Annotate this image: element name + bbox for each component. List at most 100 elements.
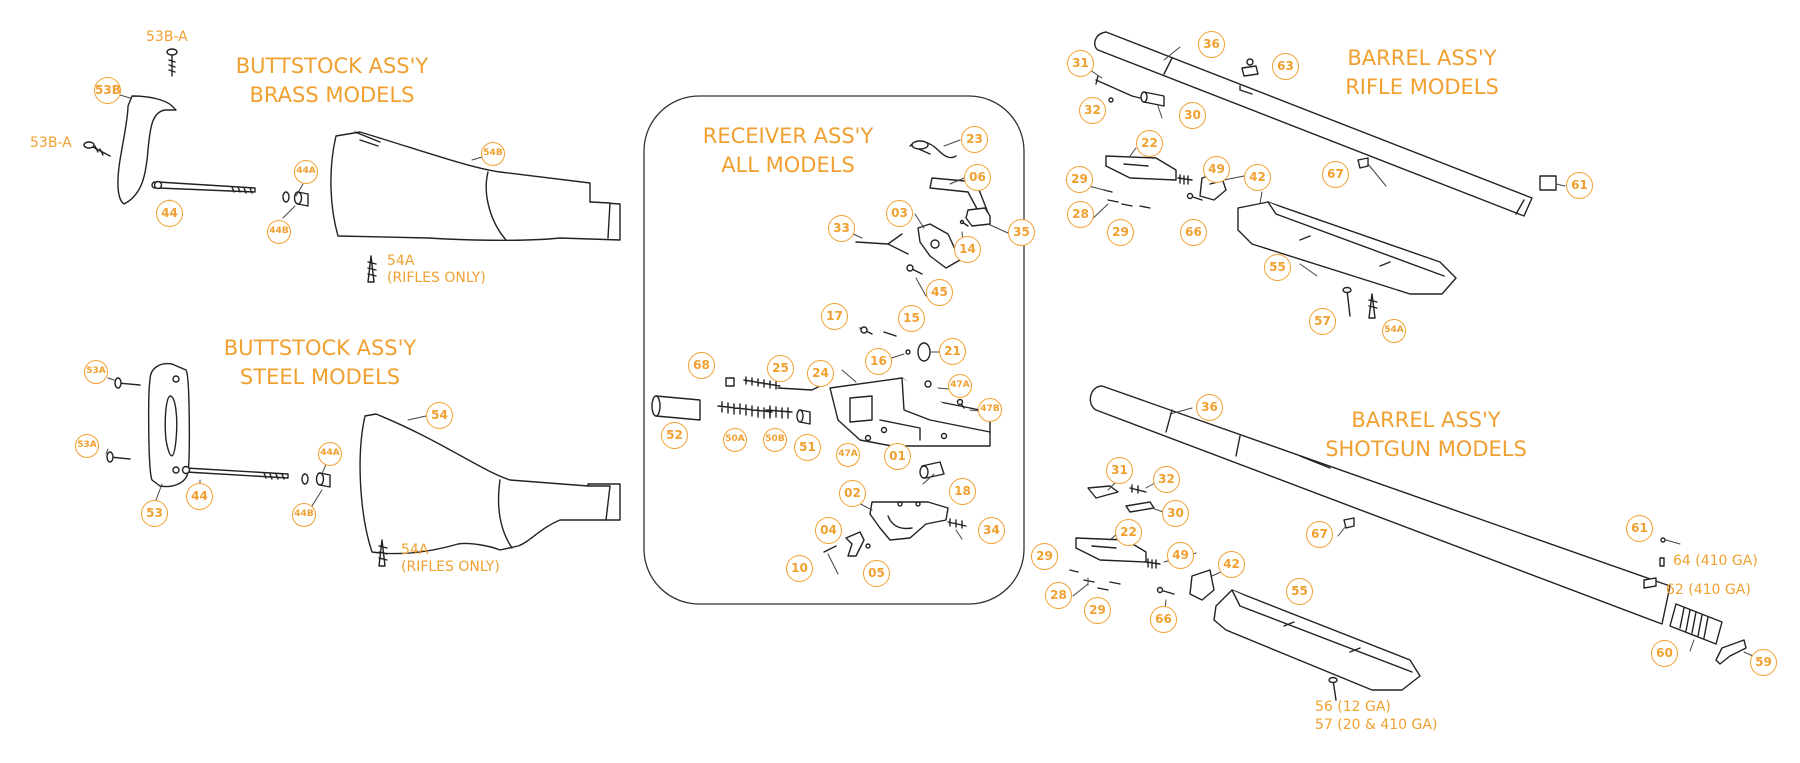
part-45-screw bbox=[906, 264, 923, 275]
stock-bolt-44-steel bbox=[181, 465, 289, 480]
callout-45: 45 bbox=[926, 279, 953, 306]
shotgun-barrel bbox=[1089, 385, 1671, 625]
callout-50b: 50B bbox=[763, 428, 787, 452]
label-64: 64 (410 GA) bbox=[1673, 553, 1758, 569]
screw-54a-steel bbox=[378, 539, 388, 567]
rifle-part-32 bbox=[1108, 97, 1114, 103]
part-50b-spring bbox=[765, 405, 793, 419]
callout-47b: 47B bbox=[978, 398, 1002, 422]
title-barrel-rifle: BARREL ASS'Y RIFLE MODELS bbox=[1322, 44, 1522, 102]
callout-54a-rifle: 54A bbox=[1382, 319, 1406, 343]
label-56: 56 (12 GA) bbox=[1315, 699, 1391, 715]
callout-54: 54 bbox=[426, 402, 453, 429]
callout-44-brass: 44 bbox=[156, 200, 183, 227]
shotgun-part-42 bbox=[1189, 569, 1215, 601]
label-54a-steel-line2: (RIFLES ONLY) bbox=[401, 559, 500, 575]
callout-29a-rifle: 29 bbox=[1066, 166, 1093, 193]
callout-33: 33 bbox=[828, 215, 855, 242]
shotgun-part-61 bbox=[1660, 537, 1666, 543]
callout-66-rifle: 66 bbox=[1180, 219, 1207, 246]
callout-66-shotgun: 66 bbox=[1150, 606, 1177, 633]
callout-49-shotgun: 49 bbox=[1167, 542, 1194, 569]
callout-17: 17 bbox=[821, 303, 848, 330]
part-16-pin bbox=[905, 349, 911, 355]
callout-35: 35 bbox=[1008, 219, 1035, 246]
callout-42-rifle: 42 bbox=[1244, 164, 1271, 191]
stock-bolt-44-brass bbox=[153, 180, 256, 194]
callout-44b-steel: 44B bbox=[292, 503, 316, 527]
part-04-trigger bbox=[845, 531, 865, 557]
part-52-tube bbox=[651, 395, 701, 421]
shotgun-part-62 bbox=[1643, 577, 1657, 589]
rifle-pin-28 bbox=[1107, 199, 1119, 203]
part-51-cap bbox=[796, 409, 811, 425]
callout-44a-brass: 44A bbox=[294, 160, 318, 184]
callout-49-rifle: 49 bbox=[1203, 156, 1230, 183]
steel-buttplate bbox=[148, 362, 190, 488]
rifle-part-30 bbox=[1140, 91, 1165, 107]
washer-44a-brass bbox=[282, 191, 290, 203]
shotgun-wrench-59 bbox=[1715, 639, 1747, 665]
part-05-screw bbox=[865, 543, 871, 549]
label-53b-a-top: 53B-A bbox=[146, 29, 188, 45]
callout-31-rifle: 31 bbox=[1067, 50, 1094, 77]
callout-30-shotgun: 30 bbox=[1162, 500, 1189, 527]
callout-55-shotgun: 55 bbox=[1286, 578, 1313, 605]
callout-16: 16 bbox=[865, 348, 892, 375]
part-02-trigger-guard bbox=[869, 501, 949, 541]
shotgun-pin-28 bbox=[1083, 579, 1095, 583]
part-47a-bottom-screw bbox=[864, 434, 872, 442]
callout-57-rifle: 57 bbox=[1309, 308, 1336, 335]
nut-44b-steel bbox=[315, 472, 331, 488]
callout-29a-shotgun: 29 bbox=[1031, 543, 1058, 570]
shotgun-part-67 bbox=[1343, 517, 1355, 529]
callout-67-shotgun: 67 bbox=[1306, 521, 1333, 548]
rifle-part-49 bbox=[1177, 174, 1193, 185]
callout-02: 02 bbox=[839, 480, 866, 507]
callout-36-rifle: 36 bbox=[1198, 31, 1225, 58]
part-18-pin bbox=[919, 461, 945, 479]
shotgun-part-64 bbox=[1659, 557, 1665, 567]
part-23-spring bbox=[909, 140, 957, 159]
screw-53b-a-top bbox=[166, 48, 178, 77]
rifle-barrel bbox=[1094, 31, 1533, 217]
shotgun-forearm-55 bbox=[1213, 589, 1421, 691]
callout-51: 51 bbox=[794, 434, 821, 461]
part-47a-top-screw bbox=[924, 380, 932, 388]
callout-04: 04 bbox=[815, 517, 842, 544]
label-54a-brass-line2: (RIFLES ONLY) bbox=[387, 270, 486, 286]
title-receiver: RECEIVER ASS'Y ALL MODELS bbox=[688, 122, 888, 180]
screw-53a-bottom bbox=[106, 451, 131, 463]
callout-53b: 53B bbox=[94, 77, 121, 104]
callout-50a: 50A bbox=[723, 428, 747, 452]
nut-44b-brass bbox=[293, 191, 309, 207]
title-barrel-shotgun-line2: SHOTGUN MODELS bbox=[1325, 437, 1527, 461]
shotgun-screw-56-57 bbox=[1328, 676, 1338, 701]
callout-55-rifle: 55 bbox=[1264, 254, 1291, 281]
part-50a-spring bbox=[717, 401, 773, 419]
callout-31-shotgun: 31 bbox=[1106, 457, 1133, 484]
screw-54a-brass bbox=[367, 255, 377, 283]
part-33-spring-guide bbox=[855, 233, 909, 255]
callout-32-rifle: 32 bbox=[1079, 97, 1106, 124]
rifle-screw-66 bbox=[1186, 192, 1203, 201]
callout-34: 34 bbox=[978, 517, 1005, 544]
rifle-pin-29b bbox=[1121, 203, 1151, 209]
callout-44-steel: 44 bbox=[186, 483, 213, 510]
callout-23: 23 bbox=[961, 126, 988, 153]
title-barrel-rifle-line1: BARREL ASS'Y bbox=[1347, 46, 1497, 70]
callout-28-rifle: 28 bbox=[1067, 201, 1094, 228]
title-barrel-rifle-line2: RIFLE MODELS bbox=[1345, 75, 1499, 99]
part-21-disk bbox=[917, 342, 931, 362]
callout-14: 14 bbox=[954, 236, 981, 263]
callout-25: 25 bbox=[767, 355, 794, 382]
callout-28-shotgun: 28 bbox=[1045, 582, 1072, 609]
callout-22-rifle: 22 bbox=[1136, 130, 1163, 157]
rifle-part-31 bbox=[1095, 75, 1141, 99]
part-35-block bbox=[965, 207, 991, 227]
shotgun-choke-60 bbox=[1669, 603, 1723, 645]
receiver-group-box bbox=[643, 95, 1025, 605]
callout-24: 24 bbox=[807, 360, 834, 387]
callout-63: 63 bbox=[1272, 53, 1299, 80]
title-buttstock-brass-line1: BUTTSTOCK ASS'Y bbox=[235, 54, 429, 78]
